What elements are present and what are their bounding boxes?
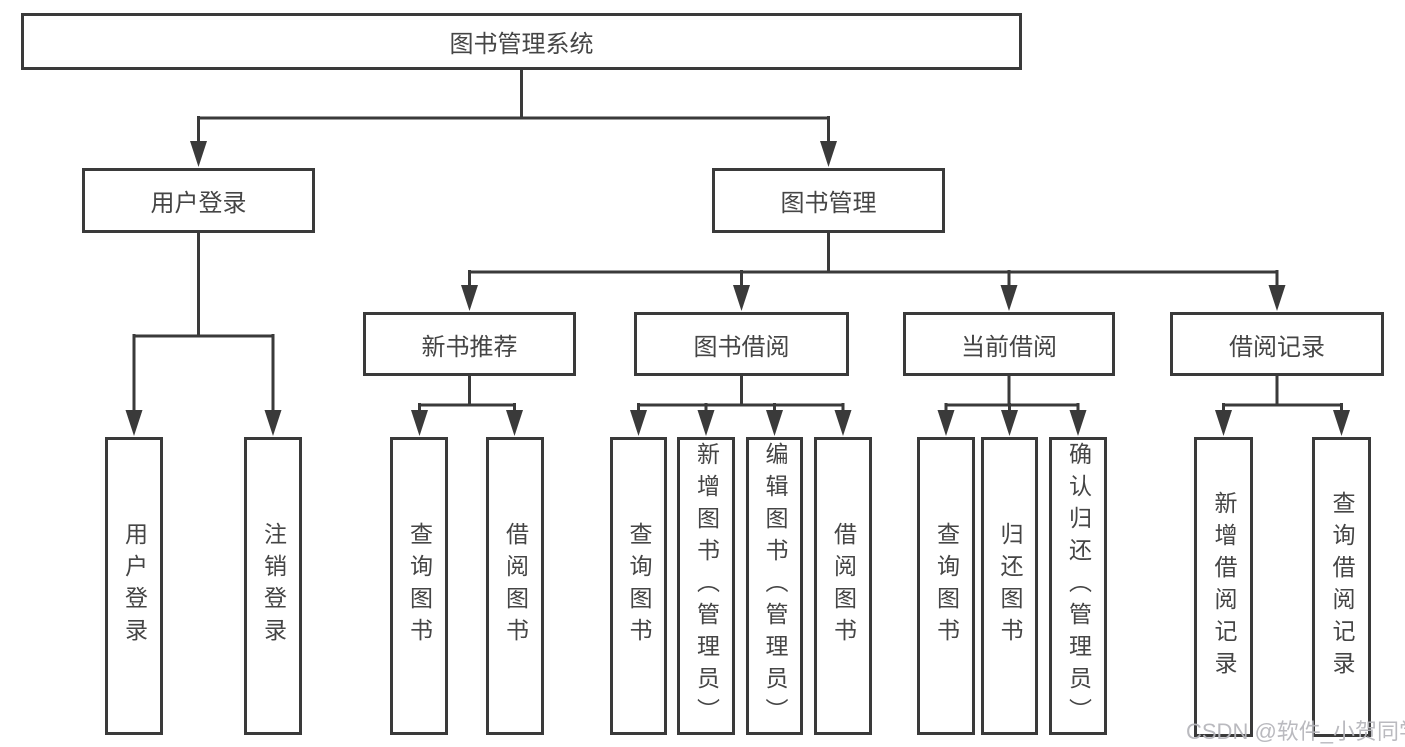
arrow-down-icon bbox=[411, 410, 428, 436]
node-bb-edit-books-admin-label: 编辑图书（管理员） bbox=[762, 442, 788, 730]
arrow-down-icon bbox=[1268, 285, 1286, 311]
node-user-login-label: 用户登录 bbox=[150, 190, 247, 217]
edge-records-to-leaves bbox=[1222, 375, 1343, 415]
node-br-add-record: 新增借阅记录 bbox=[1194, 437, 1253, 737]
arrow-down-icon bbox=[461, 285, 478, 311]
node-user-login: 用户登录 bbox=[82, 168, 315, 233]
node-book-borrowing: 图书借阅 bbox=[634, 312, 849, 376]
edge-newrec-to-leaves bbox=[418, 375, 516, 415]
node-nbr-query-books-label: 查询图书 bbox=[406, 522, 433, 650]
arrow-down-icon bbox=[506, 410, 523, 436]
node-cb-confirm-return-admin: 确认归还（管理员） bbox=[1049, 437, 1107, 735]
arrow-down-icon bbox=[820, 141, 837, 167]
arrow-down-icon bbox=[834, 410, 852, 436]
arrow-down-icon bbox=[733, 285, 750, 311]
node-bb-borrow-books-label: 借阅图书 bbox=[830, 522, 857, 650]
node-bb-query-books-label: 查询图书 bbox=[626, 522, 652, 650]
arrow-down-icon bbox=[1000, 285, 1018, 311]
node-nbr-query-books: 查询图书 bbox=[390, 437, 448, 735]
node-login: 用户登录 bbox=[105, 437, 163, 735]
edge-root-to-level2 bbox=[197, 69, 830, 148]
node-borrowing-records: 借阅记录 bbox=[1170, 312, 1384, 376]
edge-current-to-leaves bbox=[944, 375, 1080, 415]
node-logout-label: 注销登录 bbox=[260, 522, 287, 650]
node-new-book-recommend: 新书推荐 bbox=[363, 312, 576, 376]
arrow-down-icon bbox=[630, 410, 647, 436]
node-br-query-record: 查询借阅记录 bbox=[1312, 437, 1371, 737]
node-cb-query-books: 查询图书 bbox=[917, 437, 975, 735]
node-cb-return-books-label: 归还图书 bbox=[997, 522, 1023, 650]
node-login-label: 用户登录 bbox=[121, 522, 148, 650]
node-cb-query-books-label: 查询图书 bbox=[933, 522, 960, 650]
arrow-down-icon bbox=[937, 410, 955, 436]
edge-bookmgmt-to-level3 bbox=[468, 231, 1279, 290]
node-nbr-borrow-books: 借阅图书 bbox=[486, 437, 544, 735]
node-bb-query-books: 查询图书 bbox=[610, 437, 667, 735]
node-bb-add-books-admin-label: 新增图书（管理员） bbox=[693, 442, 720, 730]
arrow-down-icon bbox=[125, 410, 143, 436]
node-current-borrowing-label: 当前借阅 bbox=[961, 333, 1057, 361]
node-br-query-record-label: 查询借阅记录 bbox=[1329, 491, 1355, 683]
node-book-management-label: 图书管理 bbox=[780, 190, 877, 217]
node-logout: 注销登录 bbox=[244, 437, 302, 735]
arrow-down-icon bbox=[1069, 410, 1087, 436]
arrow-down-icon bbox=[766, 410, 783, 436]
arrow-down-icon bbox=[1215, 410, 1232, 436]
edge-borrowing-to-leaves bbox=[637, 375, 845, 415]
node-br-add-record-label: 新增借阅记录 bbox=[1211, 491, 1237, 683]
watermark: CSDN @软件_小贺同学 bbox=[1186, 719, 1405, 744]
node-root: 图书管理系统 bbox=[21, 13, 1022, 70]
arrow-down-icon bbox=[190, 141, 207, 167]
node-nbr-borrow-books-label: 借阅图书 bbox=[502, 522, 529, 650]
node-root-label: 图书管理系统 bbox=[449, 31, 594, 58]
node-book-borrowing-label: 图书借阅 bbox=[693, 333, 790, 361]
node-book-management: 图书管理 bbox=[712, 168, 945, 233]
node-cb-return-books: 归还图书 bbox=[981, 437, 1038, 735]
node-cb-confirm-return-admin-label: 确认归还（管理员） bbox=[1065, 442, 1092, 730]
node-bb-edit-books-admin: 编辑图书（管理员） bbox=[746, 437, 803, 735]
node-bb-borrow-books: 借阅图书 bbox=[814, 437, 872, 735]
arrow-down-icon bbox=[697, 410, 715, 436]
edge-lines bbox=[132, 69, 1343, 415]
node-new-book-recommend-label: 新书推荐 bbox=[421, 333, 518, 361]
node-current-borrowing: 当前借阅 bbox=[903, 312, 1115, 376]
arrow-down-icon bbox=[264, 410, 282, 436]
arrowheads bbox=[125, 141, 1350, 436]
edge-userlogin-to-children bbox=[132, 231, 275, 414]
node-bb-add-books-admin: 新增图书（管理员） bbox=[677, 437, 735, 735]
node-borrowing-records-label: 借阅记录 bbox=[1229, 333, 1325, 361]
arrow-down-icon bbox=[1333, 410, 1350, 436]
arrow-down-icon bbox=[1001, 410, 1018, 436]
